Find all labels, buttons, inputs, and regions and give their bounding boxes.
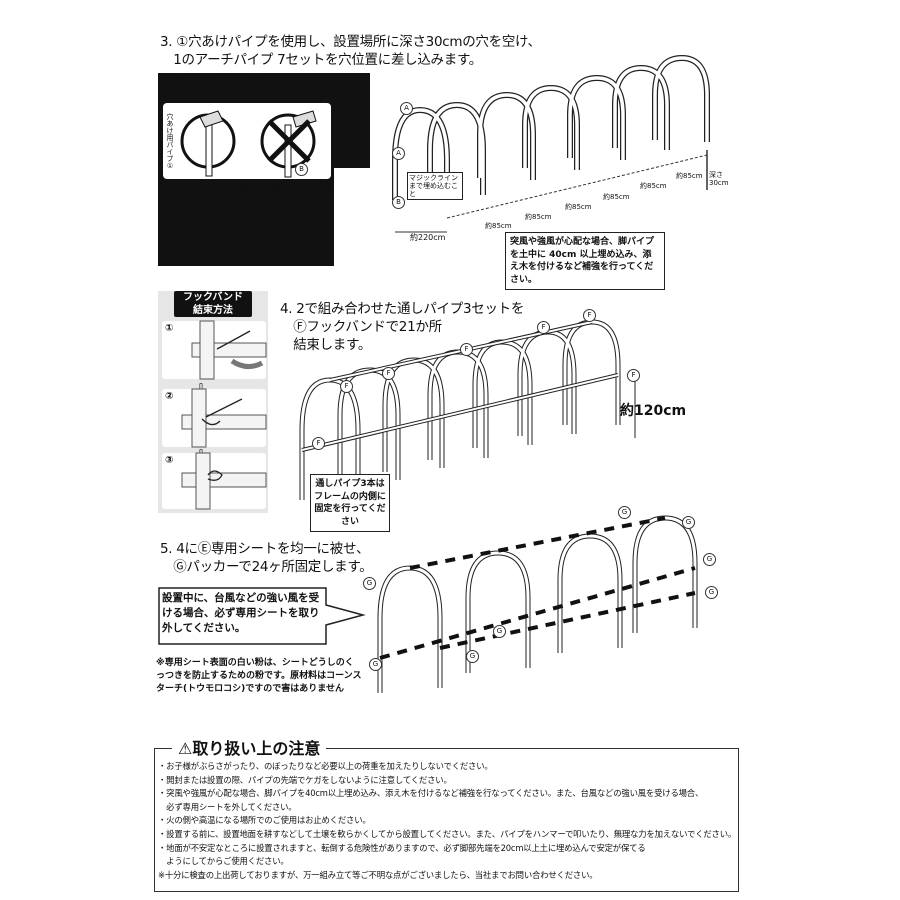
hookband-arrow-1-icon: ⇩ — [196, 381, 207, 395]
notes-line: ・開封または設置の際、パイプの先端でケガをしないように注意してください。 — [158, 774, 452, 785]
callout-f-icon: F — [583, 309, 596, 322]
notes-line: ・突風や強風が心配な場合、脚パイプを40cm以上埋め込み、添え木を付けるなど補強… — [158, 788, 704, 799]
hookband-panel: フックバンド 結束方法 ① ⇩ ② ⇩ ③ — [158, 291, 268, 513]
hookband-step1-number: ① — [165, 323, 174, 334]
notes-line: 必ず専用シートを外してください。 — [158, 801, 297, 812]
step4-title: 4. 2で組み合わせた通しパイプ3セットを Ⓕフックバンドで21か所 結束します… — [280, 301, 525, 353]
callout-b-icon-leg: B — [392, 196, 405, 209]
spacing-label-5: 約85cm — [640, 182, 667, 190]
hookband-step3-image: ③ — [162, 452, 267, 510]
notes-line: ・設置する前に、設置地面を耕すなどして土壌を軟らかくしてから設置してください。ま… — [158, 828, 737, 839]
hookband-title: フックバンド 結束方法 — [174, 291, 252, 317]
hookband-step3-number: ③ — [165, 455, 174, 466]
callout-f-icon: F — [382, 367, 395, 380]
wind-note-pointer — [158, 587, 366, 645]
wind-note-box: 設置中に、台風などの強い風を受ける場合、必ず専用シートを取り外してください。 — [158, 587, 366, 645]
handling-notes-list: ・お子様がぶらさがったり、のぼったりなど必要以上の荷重を加えたりしないでください… — [158, 760, 736, 882]
hookband-step2-number: ② — [165, 391, 174, 402]
warning-panel-pointer — [334, 73, 370, 168]
handling-notes-heading: ⚠取り扱い上の注意 — [172, 739, 327, 759]
callout-f-icon: F — [627, 369, 640, 382]
step5-covered-tunnel-illustration — [377, 515, 698, 693]
spacing-label-6: 約85cm — [676, 172, 703, 180]
callout-g-icon: G — [363, 577, 376, 590]
notes-line: ※十分に検査の上出荷しておりますが、万一組み立て等ご不明な点がございましたら、当… — [158, 869, 598, 880]
step4-tunnel-frame-illustration — [299, 319, 636, 500]
step5-title: 5. 4にⒺ専用シートを均一に被せ、 Ⓖパッカーで24ヶ所固定します。 — [160, 541, 373, 575]
hookband-step2-image: ② — [162, 388, 267, 448]
callout-g-icon: G — [369, 658, 382, 671]
spacing-label-3: 約85cm — [565, 203, 592, 211]
callout-f-icon: F — [537, 321, 550, 334]
depth-label: 深さ30cm — [709, 171, 729, 187]
notes-line: ・お子様がぶらさがったり、のぼったりなど必要以上の荷重を加えたりしないでください… — [158, 761, 493, 771]
warning-body: ※パイプを土中に埋め込む際は必ず①穴あけ用パイプを使用し土中に穴をあけて下さい。… — [164, 185, 334, 253]
spacing-label-4: 約85cm — [603, 193, 630, 201]
spacing-label-1: 約85cm — [485, 222, 512, 230]
through-pipe-note: 通しパイプ3本はフレームの内側に固定を行ってください — [310, 474, 390, 532]
callout-f-icon: F — [460, 343, 473, 356]
notes-line: ・地面が不安定なところに設置されますと、転倒する危険性がありますので、必ず脚部先… — [158, 842, 646, 853]
hookband-step2-drawing — [181, 388, 267, 448]
step3-warning-panel: ⚠土中への穴あけは①穴あけ用パイプを使用すること 穴あけ用パイプ① B ※パイプ… — [158, 73, 370, 266]
powder-note: ※専用シート表面の白い粉は、シートどうしのくっつきを防止するための粉です。原材料… — [156, 658, 362, 694]
hookband-step1-image: ① — [162, 320, 267, 380]
callout-g-icon: G — [618, 506, 631, 519]
callout-f-icon: F — [340, 380, 353, 393]
callout-g-icon: G — [682, 516, 695, 529]
magic-line-note: マジックラインまで埋め込むこと — [407, 172, 463, 200]
callout-g-icon: G — [493, 625, 506, 638]
warning-heading: ⚠土中への穴あけは①穴あけ用パイプを使用すること — [162, 76, 331, 99]
step3-arch-frame-illustration — [392, 54, 710, 233]
notes-line: ・火の側や高温になる場所でのご使用はお止めください。 — [158, 815, 371, 826]
callout-g-icon: G — [466, 650, 479, 663]
hookband-step1-drawing — [191, 320, 267, 380]
pipe-usage-illustration — [180, 110, 317, 178]
pipe-label: 穴あけ用パイプ① — [166, 113, 174, 170]
warning-illustration: 穴あけ用パイプ① B — [163, 103, 331, 179]
callout-f-icon: F — [312, 437, 325, 450]
callout-a-icon-top: A — [400, 102, 413, 115]
callout-g-icon: G — [705, 586, 718, 599]
wind-note: 設置中に、台風などの強い風を受ける場合、必ず専用シートを取り外してください。 — [162, 592, 320, 634]
width-label: 約220cm — [410, 233, 446, 242]
step3-title: 3. ①穴あけパイプを使用し、設置場所に深さ30cmの穴を空け、 1のアーチパイ… — [160, 34, 541, 68]
height-label: 約120cm — [620, 403, 687, 419]
handling-notes-box — [154, 748, 739, 892]
callout-g-icon: G — [703, 553, 716, 566]
reinforce-note: 突風や強風が心配な場合、脚パイプを土中に 40cm 以上埋め込み、添え木を付ける… — [505, 232, 665, 290]
callout-b-icon: B — [295, 163, 308, 176]
callout-a-icon-mid: A — [392, 147, 405, 160]
notes-line: ようにしてからご使用ください。 — [158, 856, 289, 867]
spacing-label-2: 約85cm — [525, 213, 552, 221]
hookband-step3-drawing — [181, 452, 267, 510]
